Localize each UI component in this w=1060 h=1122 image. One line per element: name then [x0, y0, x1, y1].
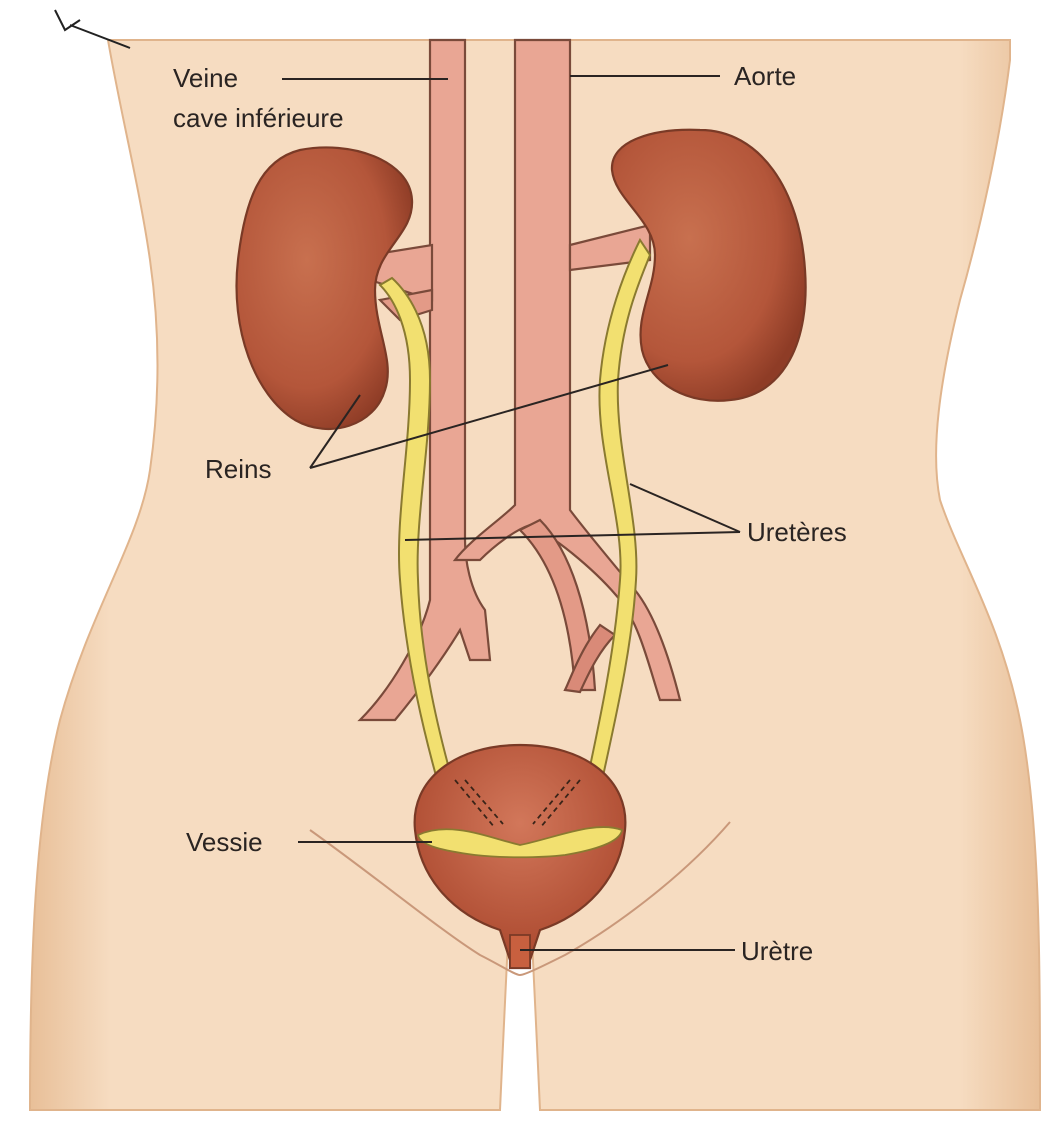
label-aorta: Aorte — [734, 61, 796, 91]
label-kidneys: Reins — [205, 454, 271, 484]
label-urethra: Urètre — [741, 936, 813, 966]
label-ureters: Uretères — [747, 517, 847, 547]
label-bladder: Vessie — [186, 827, 263, 857]
label-vena-cava-line2: cave inférieure — [173, 103, 344, 133]
label-vena-cava-line1: Veine — [173, 63, 238, 93]
